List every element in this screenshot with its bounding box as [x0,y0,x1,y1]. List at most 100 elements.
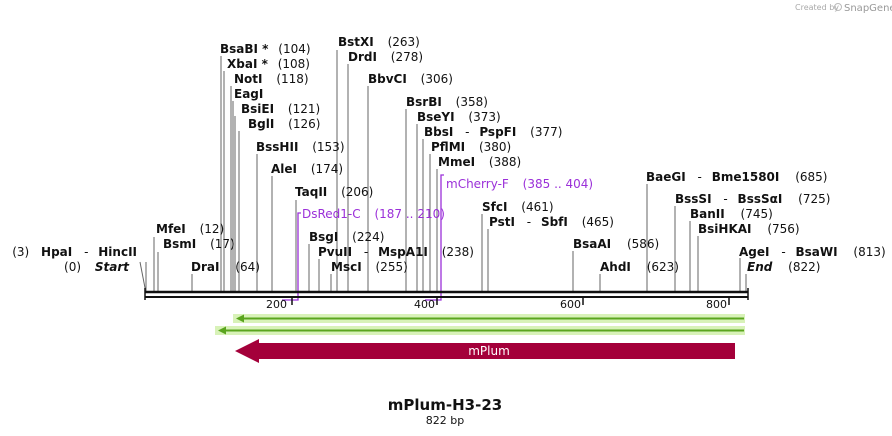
site-ahdi[interactable]: AhdI (623) [600,260,679,274]
site-bbsi-name: BbsI [424,125,453,139]
site-baegi-pos: (685) [795,170,827,184]
site-drdi-name: DrdI [348,50,377,64]
site-pvuii-sep: - [364,245,368,259]
site-mfei[interactable]: MfeI (12) [156,222,224,236]
site-bsiei-pos: (121) [288,102,320,116]
site-bsssi-sep: - [723,192,727,206]
site-bsssi-pos: (725) [798,192,830,206]
site-agei-name2: BsaWI [795,245,837,259]
tick-label-600: 600 [560,298,581,311]
site-agei-sep: - [781,245,785,259]
site-bsabi-pos: (104) [278,42,310,56]
site-ahdi-pos: (623) [647,260,679,274]
site-pfimi[interactable]: PflMI (380) [431,140,511,154]
site-banii[interactable]: BanII (745) [690,207,773,221]
site-sfci[interactable]: SfcI (461) [482,200,554,214]
primer-mcherry-f-range: (385 .. 404) [523,177,593,191]
site-bsabi-name: BsaBI * [220,42,269,56]
orf-arrow-1-head [236,314,244,323]
site-noti-name: NotI [234,72,263,86]
site-noti-pos: (118) [276,72,308,86]
end-marker[interactable]: End (822) [747,260,820,274]
site-psti[interactable]: PstI - SbfI (465) [489,215,614,229]
site-labels: BsaBI * (104) XbaI * (108) NotI (118) Ea… [12,35,885,274]
site-noti[interactable]: NotI (118) [234,72,309,86]
site-bsihkai[interactable]: BsiHKAI (756) [698,222,800,236]
site-baegi[interactable]: BaeGI - Bme1580I (685) [646,170,827,184]
site-psti-name2: SbfI [541,215,568,229]
site-bseyi[interactable]: BseYI (373) [417,110,501,124]
site-pvuii-name: PvuII [318,245,352,259]
site-bbsi-sep: - [465,125,469,139]
start-marker[interactable]: (0) Start [64,260,130,274]
site-bstxi-name: BstXI [338,35,374,49]
site-baegi-name: BaeGI [646,170,686,184]
site-banii-pos: (745) [741,207,773,221]
site-bsshii-pos: (153) [312,140,344,154]
sequence-length: 822 bp [426,414,464,427]
site-bsabi[interactable]: BsaBI * (104) [220,42,311,56]
site-bstxi[interactable]: BstXI (263) [338,35,420,49]
feature-mplum[interactable]: mPlum [235,339,735,363]
start-label: Start [95,260,130,274]
site-pvuii-name2: MspA1I [378,245,428,259]
site-mfei-pos: (12) [200,222,225,236]
site-baegi-sep: - [698,170,702,184]
site-drai[interactable]: DraI (64) [191,260,260,274]
map-title-block: mPlum-H3-23 822 bp [388,396,502,427]
site-bsiei[interactable]: BsiEI (121) [241,102,320,116]
primer-dsred1-c-range: (187 .. 210) [374,207,444,221]
snapgene-credit: Created by SnapGene [795,3,892,14]
site-bsssi-name: BssSI [675,192,712,206]
site-bsrbi-pos: (358) [456,95,488,109]
site-bgli-pos: (126) [288,117,320,131]
site-agei-name: AgeI [739,245,769,259]
site-taqii[interactable]: TaqII (206) [295,185,373,199]
site-alei[interactable]: AleI (174) [271,162,343,176]
credit-brand: SnapGene [844,3,892,14]
site-bsaai[interactable]: BsaAI (586) [573,237,659,251]
ruler: 200 400 600 800 [266,297,730,311]
site-bseyi-name: BseYI [417,110,455,124]
orf-arrow-1[interactable] [233,314,745,323]
site-agei[interactable]: AgeI - BsaWI (813) [739,245,886,259]
site-bsshii[interactable]: BssHII (153) [256,140,345,154]
site-bsssi-name2: BssSαI [738,192,783,206]
site-hpai-name: HpaI [41,245,72,259]
site-msci-pos: (255) [376,260,408,274]
site-bsihkai-pos: (756) [767,222,799,236]
site-bsmi[interactable]: BsmI (17) [163,237,235,251]
snapgene-logo-icon [834,3,842,11]
primer-mcherry-f-name: mCherry-F [446,177,509,191]
site-mmei[interactable]: MmeI (388) [438,155,521,169]
tick-label-200: 200 [266,298,287,311]
site-alei-name: AleI [271,162,297,176]
sequence-name: mPlum-H3-23 [388,396,502,414]
site-bsgi[interactable]: BsgI (224) [309,230,384,244]
orf-arrow-2[interactable] [215,326,745,335]
site-bbvci[interactable]: BbvCI (306) [368,72,453,86]
orf-arrow-2-head [218,326,226,335]
site-bsmi-name: BsmI [163,237,196,251]
site-msci[interactable]: MscI (255) [331,260,408,274]
site-bsmi-pos: (17) [210,237,235,251]
site-sfci-name: SfcI [482,200,507,214]
primer-mcherry-f[interactable]: mCherry-F (385 .. 404) [425,174,593,301]
start-pos: (0) [64,260,81,274]
site-eagi[interactable]: EagI [234,87,263,101]
site-bsgi-pos: (224) [352,230,384,244]
site-drai-pos: (64) [235,260,260,274]
site-bsrbi[interactable]: BsrBI (358) [406,95,488,109]
site-drdi[interactable]: DrdI (278) [348,50,423,64]
end-pos: (822) [788,260,820,274]
primer-dsred1-c[interactable]: DsRed1-C (187 .. 210) [282,207,445,301]
primer-dsred1-c-name: DsRed1-C [302,207,361,221]
site-xbai[interactable]: XbaI * (108) [227,57,310,71]
site-bbsi[interactable]: BbsI - PspFI (377) [424,125,562,139]
site-hpai[interactable]: (3) HpaI - HincII [12,245,137,259]
site-bgli[interactable]: BglI (126) [248,117,320,131]
site-bsssi[interactable]: BssSI - BssSαI (725) [675,192,830,206]
site-pvuii[interactable]: PvuII - MspA1I (238) [318,245,474,259]
